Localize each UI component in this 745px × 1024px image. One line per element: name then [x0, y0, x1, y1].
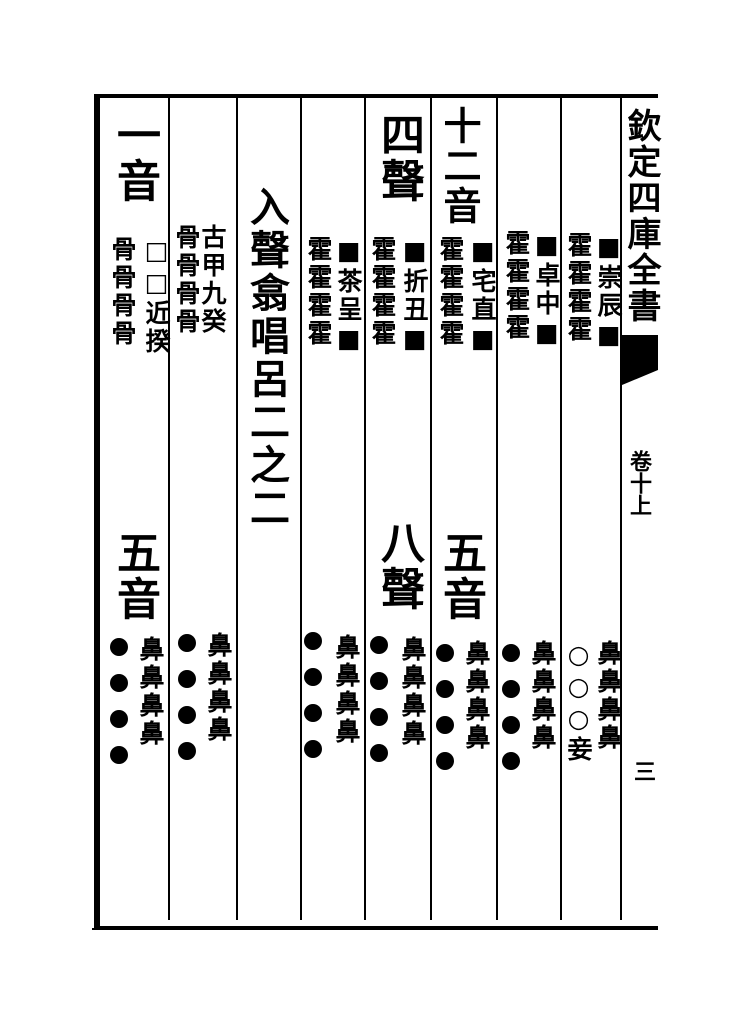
- column-rows: 霍霍霍霍: [502, 230, 531, 342]
- column-chars: ■折丑■: [400, 236, 429, 356]
- column-chars: ■宅直■: [468, 236, 497, 356]
- column-chars: □□近揆: [142, 236, 171, 356]
- column-rows: 霍霍霍霍: [436, 236, 465, 348]
- dot-column: [110, 638, 128, 782]
- column-label: 四聲: [373, 112, 424, 204]
- dot-column: [304, 632, 322, 776]
- column-chars: ■茶呈■: [334, 236, 363, 356]
- column-lower-chars: 鼻鼻鼻鼻: [594, 640, 623, 752]
- column-rows: 霍霍霍霍: [368, 236, 397, 348]
- column-chars: 古甲九癸: [198, 224, 227, 336]
- volume-label: 卷十上: [626, 450, 652, 516]
- column-rows: 霍霍霍霍: [304, 236, 333, 348]
- column-lower-chars: 鼻鼻鼻鼻: [136, 636, 165, 748]
- margin-rule: [620, 98, 622, 920]
- column-label: 十二音: [437, 106, 482, 226]
- column-rule: [236, 98, 238, 920]
- column-lower-label: 八聲: [373, 520, 424, 612]
- column-rows: 骨骨骨骨: [108, 236, 137, 348]
- section-heading: 入聲翕唱呂二之二: [243, 186, 290, 530]
- column-rows: 霍霍霍霍: [564, 232, 593, 344]
- column-chars: ■卓中■: [532, 230, 561, 350]
- column-rows: 骨骨骨骨: [172, 224, 201, 336]
- dot-column: [370, 636, 388, 780]
- column-lower-label: 五音: [435, 530, 486, 622]
- column-rule: [560, 98, 562, 920]
- column-rule: [496, 98, 498, 920]
- column-lower-chars: 鼻鼻鼻鼻: [204, 632, 233, 744]
- column-label: 一音: [109, 112, 160, 204]
- collection-title: 欽定四庫全書: [621, 108, 661, 324]
- page-edge-mark: [92, 928, 106, 930]
- column-lower-chars: 鼻鼻鼻鼻: [398, 636, 427, 748]
- frame-left-border: [94, 94, 100, 930]
- page-number: 三: [630, 760, 656, 782]
- column-lower-label: 五音: [109, 530, 160, 622]
- column-rule: [430, 98, 432, 920]
- column-rule: [364, 98, 366, 920]
- column-lower-marks: ○○○妾: [564, 640, 593, 764]
- column-chars: ■崇辰■: [594, 232, 623, 352]
- dot-column: [178, 634, 196, 778]
- column-rule: [168, 98, 170, 920]
- column-rule: [300, 98, 302, 920]
- column-lower-chars: 鼻鼻鼻鼻: [462, 640, 491, 752]
- dot-column: [502, 644, 520, 788]
- column-lower-chars: 鼻鼻鼻鼻: [528, 640, 557, 752]
- dot-column: [436, 644, 454, 788]
- column-lower-chars: 鼻鼻鼻鼻: [332, 634, 361, 746]
- page-frame: [96, 94, 658, 930]
